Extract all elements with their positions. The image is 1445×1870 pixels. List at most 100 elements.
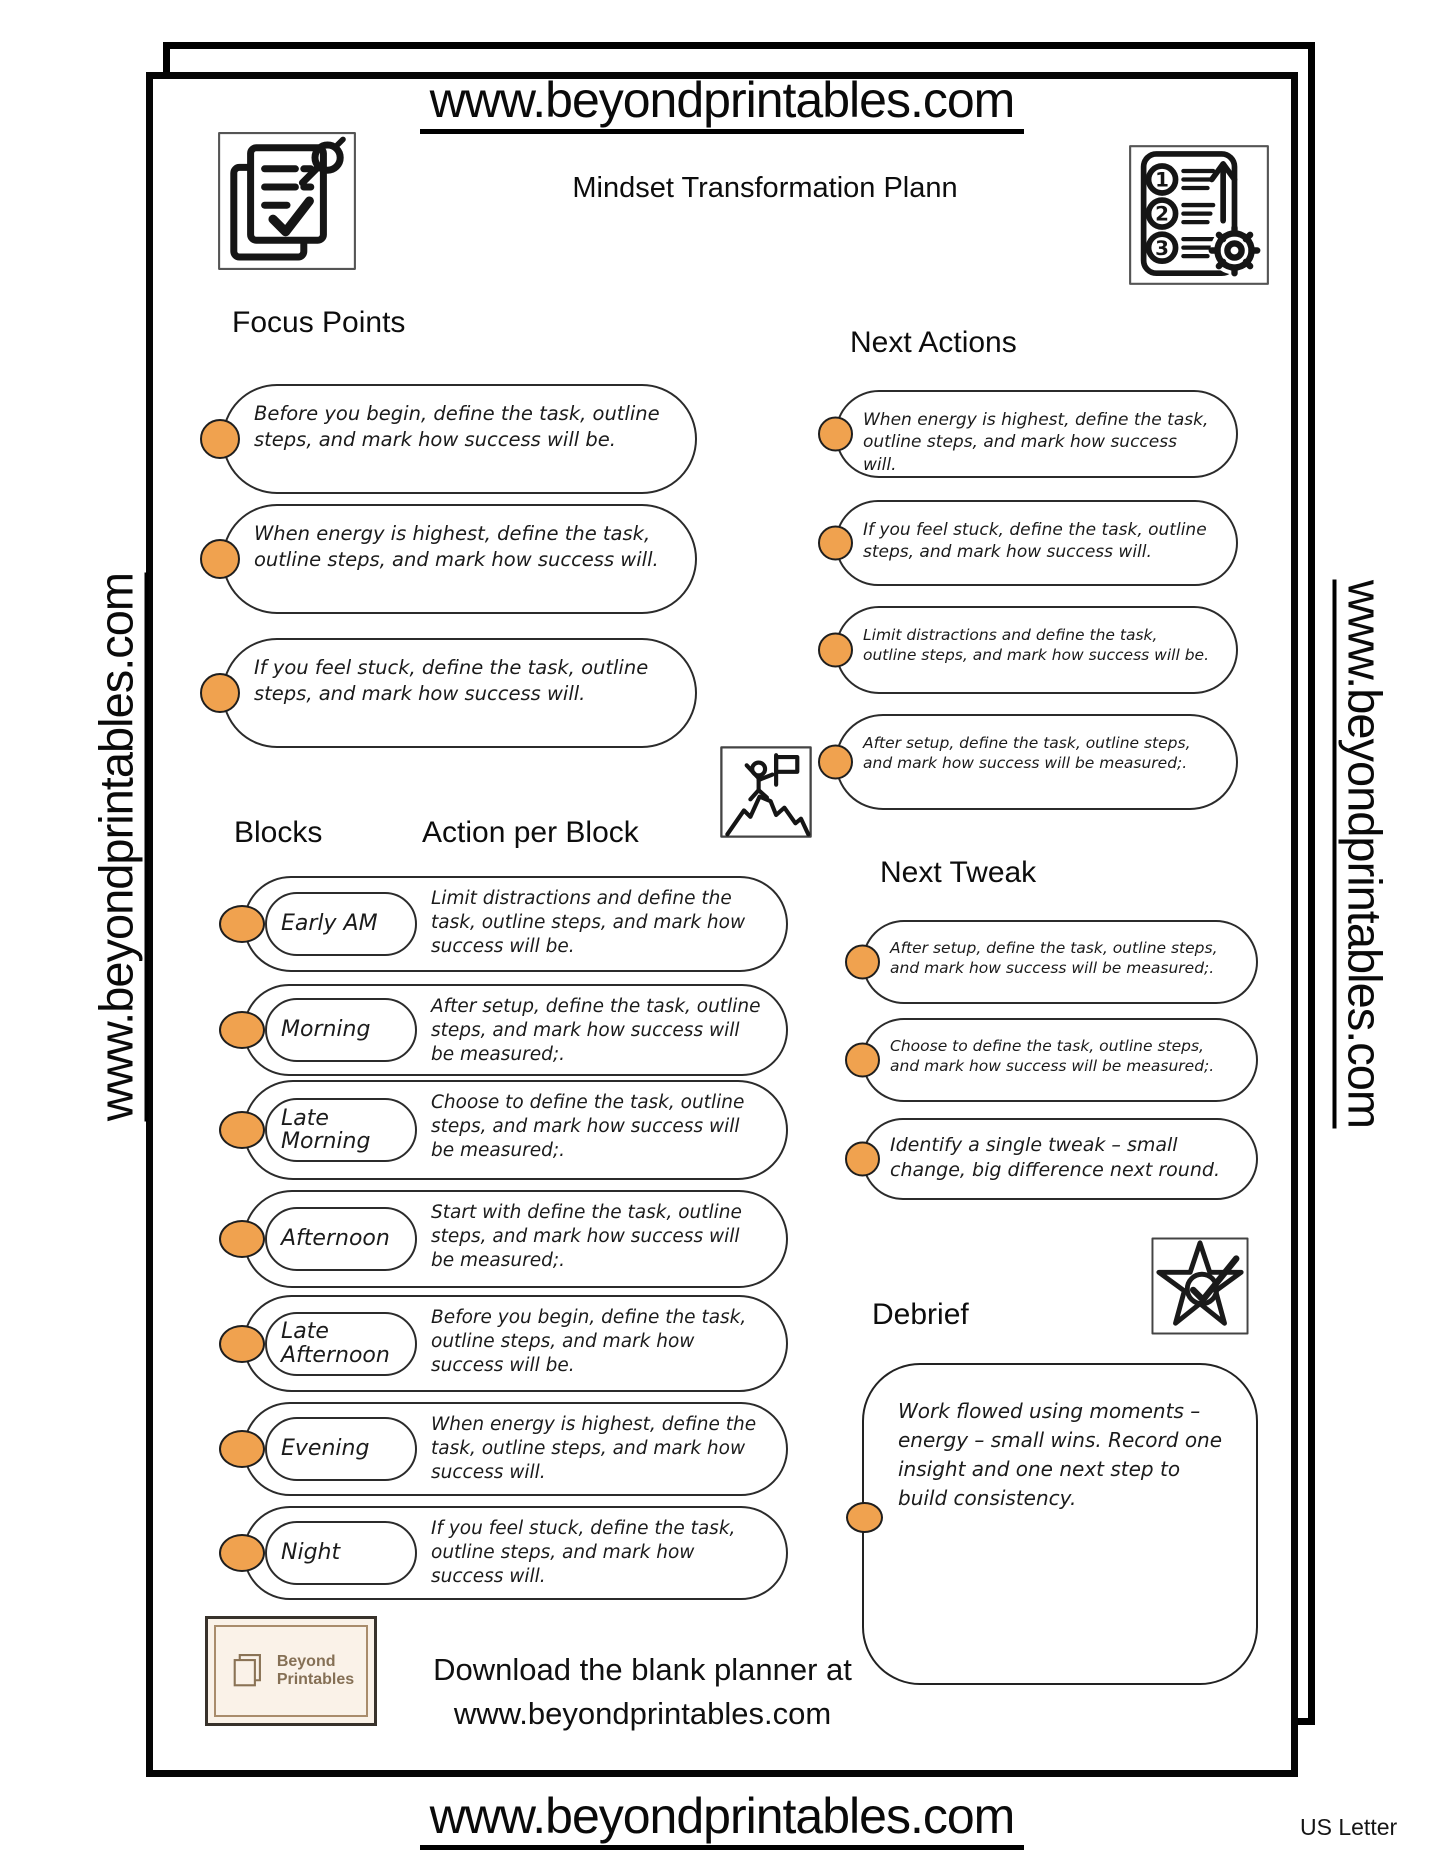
block-name-pill: Evening (265, 1417, 417, 1481)
block-name: Evening (281, 1436, 370, 1462)
next-action-bubble: Limit distractions and define the task, … (818, 606, 1238, 694)
logo-text: Beyond Printables (277, 1653, 354, 1690)
next-action-bubble: If you feel stuck, define the task, outl… (818, 500, 1238, 586)
bottom-url: www.beyondprintables.com (146, 1790, 1298, 1850)
orange-marker-dot (845, 944, 880, 980)
orange-marker-dot (219, 1220, 265, 1258)
orange-marker-dot (846, 1501, 883, 1533)
step-number-2: 2 (1155, 203, 1169, 226)
block-action-text: If you feel stuck, define the task, outl… (431, 1518, 736, 1588)
block-row: Late Afternoon Before you begin, define … (219, 1295, 788, 1392)
block-name-pill: Early AM (265, 892, 417, 956)
orange-marker-dot (200, 673, 240, 713)
blocks-heading: Blocks (234, 816, 323, 849)
clipboard-checklist-icon (218, 132, 356, 270)
numbered-steps-gear-icon: 1 2 3 (1129, 145, 1269, 285)
block-name-pill: Late Morning (265, 1098, 417, 1162)
orange-marker-dot (219, 1430, 265, 1468)
mountain-flag-icon (720, 746, 812, 838)
block-action-text: When energy is highest, define the task,… (431, 1414, 757, 1484)
block-row: Afternoon Start with define the task, ou… (219, 1190, 788, 1288)
debrief-bubble: Work flowed using moments – energy – sma… (846, 1363, 1258, 1685)
block-row: Late Morning Choose to define the task, … (219, 1080, 788, 1180)
next-tweak-heading: Next Tweak (880, 856, 1037, 889)
block-action-text: After setup, define the task, outline st… (431, 996, 761, 1066)
page-title: Mindset Transformation Plann (572, 172, 958, 204)
beyond-printables-logo: Beyond Printables (205, 1616, 377, 1726)
block-action-text: Limit distractions and define the task, … (431, 888, 746, 958)
top-url-text: www.beyondprintables.com (419, 74, 1025, 134)
action-per-block-heading: Action per Block (422, 816, 639, 849)
focus-point-bubble: When energy is highest, define the task,… (200, 504, 697, 614)
next-tweak-text: Identify a single tweak – small change, … (890, 1134, 1220, 1182)
next-action-text: Limit distractions and define the task, … (863, 626, 1209, 665)
block-name: Late Afternoon (281, 1319, 390, 1368)
step-number-1: 1 (1155, 169, 1169, 192)
next-action-text: When energy is highest, define the task,… (863, 410, 1209, 475)
logo-inner-frame: Beyond Printables (214, 1625, 368, 1717)
block-name: Early AM (281, 911, 378, 937)
next-tweak-bubble: Choose to define the task, outline steps… (845, 1018, 1258, 1102)
orange-marker-dot (200, 419, 240, 459)
next-action-text: After setup, define the task, outline st… (863, 734, 1191, 773)
orange-marker-dot (219, 1324, 265, 1363)
focus-point-text: When energy is highest, define the task,… (254, 522, 659, 571)
next-action-bubble: When energy is highest, define the task,… (818, 390, 1238, 478)
debrief-text: Work flowed using moments – energy – sma… (898, 1399, 1223, 1510)
orange-marker-dot (818, 416, 853, 452)
side-url-right-text: www.beyondprintables.com (1332, 579, 1393, 1129)
paper-size-label: US Letter (1300, 1814, 1398, 1840)
next-tweak-text: Choose to define the task, outline steps… (890, 1037, 1215, 1076)
step-number-3: 3 (1155, 237, 1169, 260)
block-name: Late Morning (281, 1105, 371, 1154)
side-url-left-text: www.beyondprintables.com (88, 572, 149, 1122)
download-callout: Download the blank planner at www.beyond… (370, 1648, 915, 1736)
orange-marker-dot (219, 1011, 265, 1049)
focus-point-bubble: If you feel stuck, define the task, outl… (200, 638, 697, 748)
orange-marker-dot (219, 1111, 265, 1149)
logo-text-line1: Beyond (276, 1652, 336, 1670)
side-url-right: www.beyondprintables.com (1332, 502, 1393, 1207)
next-tweak-bubble: Identify a single tweak – small change, … (845, 1118, 1258, 1200)
focus-point-text: If you feel stuck, define the task, outl… (254, 656, 649, 705)
orange-marker-dot (818, 525, 853, 561)
debrief-heading: Debrief (872, 1298, 969, 1331)
block-name: Night (281, 1540, 341, 1566)
block-name: Afternoon (281, 1226, 390, 1252)
block-row: Night If you feel stuck, define the task… (219, 1506, 788, 1600)
bottom-url-text: www.beyondprintables.com (419, 1790, 1025, 1850)
block-row: Evening When energy is highest, define t… (219, 1402, 788, 1496)
next-action-text: If you feel stuck, define the task, outl… (863, 520, 1207, 563)
focus-points-heading: Focus Points (232, 306, 406, 339)
block-row: Early AM Limit distractions and define t… (219, 876, 788, 972)
orange-marker-dot (845, 1042, 880, 1078)
orange-marker-dot (200, 539, 240, 579)
block-name: Morning (281, 1017, 371, 1043)
orange-marker-dot (845, 1141, 880, 1177)
next-tweak-text: After setup, define the task, outline st… (890, 939, 1218, 978)
focus-point-bubble: Before you begin, define the task, outli… (200, 384, 697, 494)
side-url-left: www.beyondprintables.com (88, 495, 149, 1200)
block-name-pill: Late Afternoon (265, 1311, 417, 1376)
block-action-text: Start with define the task, outline step… (431, 1202, 742, 1272)
block-action-text: Before you begin, define the task, outli… (431, 1307, 747, 1377)
block-name-pill: Night (265, 1521, 417, 1585)
focus-point-text: Before you begin, define the task, outli… (254, 402, 660, 451)
next-actions-heading: Next Actions (850, 326, 1017, 359)
next-tweak-bubble: After setup, define the task, outline st… (845, 920, 1258, 1004)
top-url: www.beyondprintables.com (146, 74, 1298, 134)
next-action-bubble: After setup, define the task, outline st… (818, 714, 1238, 810)
star-check-icon (1151, 1237, 1249, 1335)
pages-logo-icon (233, 1653, 261, 1687)
orange-marker-dot (219, 1534, 265, 1572)
logo-text-line2: Printables (276, 1671, 355, 1688)
orange-marker-dot (818, 744, 853, 780)
orange-marker-dot (219, 905, 265, 943)
block-name-pill: Morning (265, 998, 417, 1062)
download-line1: Download the blank planner at (433, 1652, 852, 1687)
block-row: Morning After setup, define the task, ou… (219, 984, 788, 1076)
block-name-pill: Afternoon (265, 1207, 417, 1271)
block-action-text: Choose to define the task, outline steps… (431, 1092, 745, 1162)
orange-marker-dot (818, 632, 853, 668)
